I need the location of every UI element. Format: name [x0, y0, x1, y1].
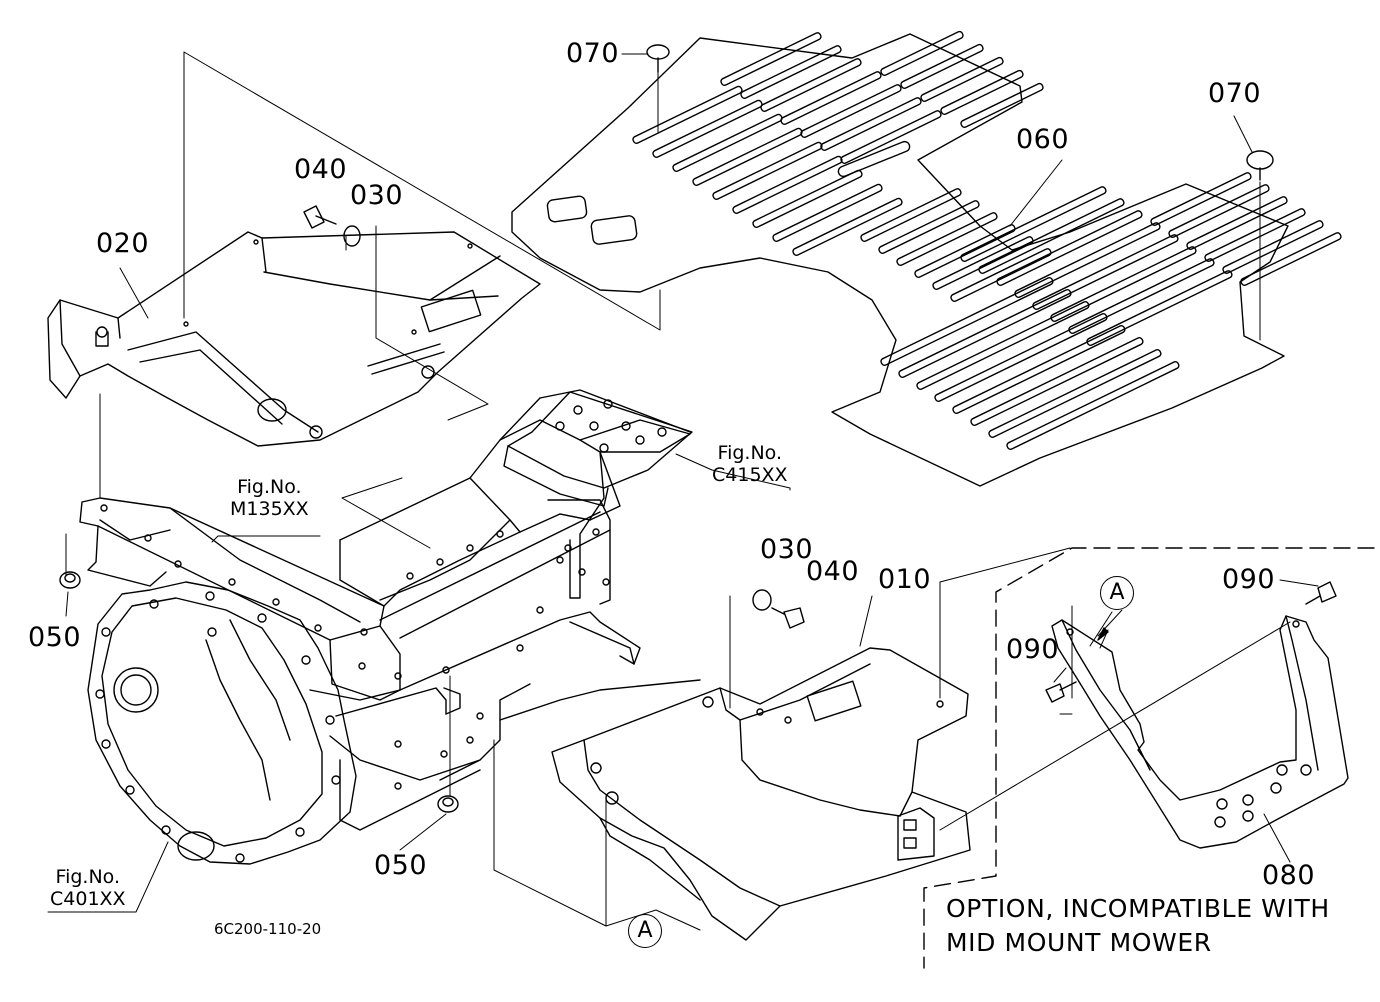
mat-slot: [1168, 184, 1270, 239]
mat-heel-pad: [547, 195, 588, 222]
mat-slot: [950, 248, 1052, 303]
mat-slot: [880, 277, 1054, 367]
mat-slot: [1204, 208, 1306, 263]
mat-slot: [934, 313, 1108, 403]
mat-slot: [772, 183, 883, 242]
mat-slot: [1014, 222, 1161, 298]
mat-slot: [752, 169, 863, 228]
mat-slot-long: [837, 140, 911, 178]
mat-slot: [1086, 270, 1233, 346]
mat-slot: [996, 210, 1143, 286]
clutch-housing-c401: [88, 582, 356, 864]
step-window: [807, 681, 861, 721]
mat-slot: [800, 84, 902, 139]
figure-ref-code: C415XX: [712, 464, 788, 486]
mat-slot: [916, 301, 1090, 391]
step-plate-010: [552, 648, 970, 940]
part-label-030: 030: [350, 180, 404, 211]
figure-ref-code: C401XX: [50, 888, 126, 910]
mat-slot: [720, 32, 822, 87]
figure-ref-m135: Fig.No. M135XX: [230, 478, 309, 519]
drawing-code: 6C200-110-20: [214, 920, 322, 938]
part-label-050: 050: [374, 850, 428, 881]
mat-slot: [792, 197, 903, 256]
mat-slot: [932, 236, 1034, 291]
part-label-030: 030: [760, 534, 814, 565]
mat-slot: [1068, 258, 1215, 334]
label-leaders: [48, 54, 1318, 912]
figure-ref-c415: Fig.No. C415XX: [712, 444, 788, 485]
callout-a: A: [1100, 576, 1134, 610]
mat-slot: [692, 127, 803, 186]
bracket-020: [48, 232, 540, 446]
floor-mat-060: [512, 31, 1342, 486]
mat-slot: [740, 45, 842, 100]
reference-lines: [66, 52, 1290, 930]
figure-ref-label: Fig.No.: [717, 442, 783, 464]
bracket-window: [421, 290, 480, 331]
mat-slot: [896, 212, 998, 267]
plate-c415: [504, 392, 692, 506]
part-label-040: 040: [294, 154, 348, 185]
mat-slot: [1006, 361, 1180, 451]
figure-ref-code: M135XX: [230, 498, 309, 520]
part-label-090: 090: [1006, 634, 1060, 665]
option-note-line-2: MID MOUNT MOWER: [946, 928, 1212, 957]
mat-slot: [970, 337, 1144, 427]
option-boundary: [924, 548, 1374, 968]
mat-slot: [860, 188, 962, 243]
hardware: [60, 45, 1336, 812]
part-label-060: 060: [1016, 124, 1070, 155]
figure-ref-label: Fig.No.: [237, 476, 302, 498]
part-label-070: 070: [566, 38, 620, 69]
mat-slot: [988, 349, 1162, 439]
main-frame: [80, 390, 700, 830]
mat-slot: [1150, 172, 1252, 227]
mat-slot: [1240, 232, 1342, 287]
mat-slot: [900, 44, 984, 90]
mat-slot: [1222, 220, 1324, 275]
mat-slot: [878, 200, 980, 255]
option-note-line-1: OPTION, INCOMPATIBLE WITH: [946, 894, 1330, 923]
part-label-010: 010: [878, 564, 932, 595]
callout-a: A: [628, 914, 662, 948]
mat-slot-pattern: [632, 31, 1342, 451]
bracket-080: [1052, 616, 1348, 848]
mat-slot: [960, 186, 1107, 262]
part-label-080: 080: [1262, 860, 1316, 891]
mat-slot: [880, 31, 964, 77]
mat-slot: [1032, 234, 1179, 310]
mat-slot: [632, 85, 743, 144]
mat-slot: [760, 58, 862, 113]
mat-heel-pad: [591, 215, 638, 245]
mat-slot: [960, 83, 1044, 129]
part-label-050: 050: [28, 622, 82, 653]
figure-ref-c401: Fig.No. C401XX: [50, 868, 126, 909]
mat-slot: [840, 110, 942, 165]
mat-slot: [898, 289, 1072, 379]
mat-slot: [940, 70, 1024, 116]
part-label-070: 070: [1208, 78, 1262, 109]
mat-slot: [920, 57, 1004, 103]
mat-slot: [672, 113, 783, 172]
part-label-040: 040: [806, 556, 860, 587]
mat-slot: [952, 325, 1126, 415]
part-label-090: 090: [1222, 564, 1276, 595]
part-label-020: 020: [96, 228, 150, 259]
arrow-head: [1098, 628, 1108, 640]
mat-slot: [1050, 246, 1197, 322]
mat-slot: [820, 97, 922, 152]
figure-ref-label: Fig.No.: [55, 866, 121, 888]
mat-slot: [1186, 196, 1288, 251]
mat-slot: [978, 198, 1125, 274]
mat-slot: [914, 224, 1016, 279]
mat-slot: [780, 71, 882, 126]
mat-slot: [652, 99, 763, 158]
